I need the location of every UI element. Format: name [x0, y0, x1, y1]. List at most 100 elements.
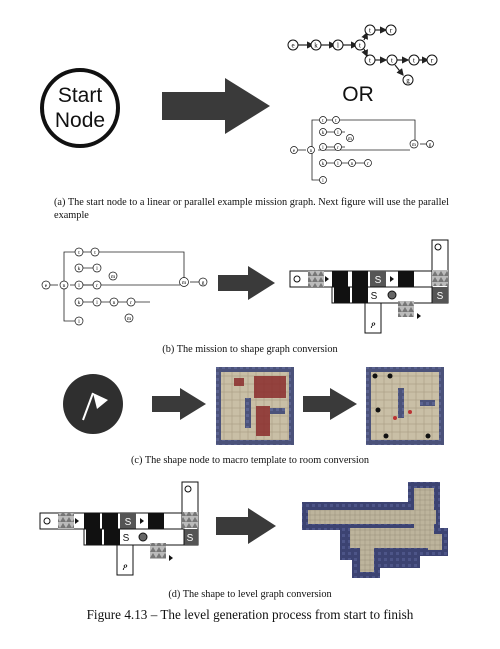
svg-text:k: k — [78, 300, 81, 306]
process-arrow-a — [162, 78, 270, 134]
graph-node: r — [385, 24, 397, 36]
graph-node: t — [364, 54, 376, 66]
graph-node: g — [198, 277, 208, 287]
graph-node: k — [74, 263, 84, 273]
linear-graph-nodes: e k l t t r t t r g t — [287, 24, 438, 86]
graph-node: g — [402, 74, 414, 86]
graph-node: g — [426, 140, 434, 148]
svg-text:ዖ: ዖ — [122, 562, 127, 572]
panel-b: e n t k l m l r t k l n r l m g m — [41, 239, 449, 334]
graph-node: t — [354, 39, 366, 51]
graph-node: k — [319, 128, 327, 136]
svg-text:r: r — [337, 146, 339, 151]
svg-text:r: r — [96, 283, 98, 289]
shape-tile-s: S — [125, 517, 132, 528]
graph-node: k — [310, 39, 322, 51]
caption-panel-c: (c) The shape node to macro template to … — [131, 455, 369, 466]
svg-text:g: g — [202, 280, 205, 286]
graph-node: r — [92, 280, 102, 290]
svg-text:m: m — [127, 316, 132, 322]
svg-text:l: l — [78, 319, 80, 325]
graph-node: t — [364, 24, 376, 36]
graph-node: n — [59, 280, 69, 290]
final-room — [366, 367, 444, 445]
mission-graph-b — [50, 251, 200, 322]
level-map — [302, 482, 448, 578]
svg-text:l: l — [337, 162, 339, 167]
or-label: OR — [342, 83, 374, 106]
svg-text:k: k — [78, 266, 81, 272]
svg-text:m: m — [412, 143, 416, 148]
process-arrow-c2 — [303, 388, 357, 420]
graph-node: n — [307, 146, 315, 154]
svg-text:l: l — [322, 146, 324, 151]
svg-text:r: r — [367, 162, 369, 167]
svg-text:r: r — [130, 300, 132, 306]
graph-node: e — [290, 146, 298, 154]
shape-tile-s: S — [437, 291, 444, 302]
svg-text:g: g — [429, 143, 432, 148]
svg-text:t: t — [335, 119, 337, 124]
graph-node: l — [319, 143, 327, 151]
graph-node: l — [334, 128, 342, 136]
caption-panel-d: (d) The shape to level graph conversion — [168, 589, 332, 600]
svg-text:l: l — [78, 283, 80, 289]
graph-node: m — [179, 277, 189, 287]
graph-node: e — [41, 280, 51, 290]
graph-node: t — [74, 247, 84, 257]
figure-caption: Figure 4.13 – The level generation proce… — [86, 607, 414, 622]
svg-text:r: r — [431, 57, 434, 65]
graph-node: t — [332, 116, 340, 124]
svg-text:t: t — [78, 250, 80, 256]
svg-text:t: t — [369, 27, 371, 35]
mission-graph-b-nodes: e n t k l m l r t k l n r l m g m — [41, 247, 208, 326]
panel-d: S S S ዖ — [39, 481, 448, 578]
svg-text:l: l — [96, 300, 98, 306]
shape-tile-s: S — [371, 291, 378, 302]
panel-c — [63, 367, 444, 445]
svg-text:l: l — [322, 179, 324, 184]
svg-text:t: t — [359, 42, 361, 50]
svg-text:t: t — [391, 57, 393, 65]
graph-node: n — [109, 297, 119, 307]
graph-node: l — [332, 39, 344, 51]
svg-text:l: l — [337, 42, 339, 50]
graph-node: l — [319, 176, 327, 184]
graph-node: r — [364, 159, 372, 167]
svg-text:n: n — [63, 283, 66, 289]
svg-text:e: e — [45, 283, 48, 289]
svg-text:m: m — [182, 280, 187, 286]
panel-a: Start Node e k l t t r t t r — [40, 24, 438, 184]
graph-node: l — [92, 297, 102, 307]
shape-tile-s: S — [187, 533, 194, 544]
svg-text:k: k — [322, 162, 325, 167]
graph-node: t — [90, 247, 100, 257]
graph-node: r — [334, 143, 342, 151]
svg-text:l: l — [337, 131, 339, 136]
shape-graph-b: S S S ዖ — [289, 239, 449, 334]
svg-text:n: n — [113, 300, 116, 306]
graph-node: n — [348, 159, 356, 167]
graph-node: l — [92, 263, 102, 273]
shape-tile-s: S — [375, 275, 382, 286]
graph-node: k — [319, 159, 327, 167]
linear-mission-graph — [298, 26, 430, 76]
graph-node: m — [409, 139, 419, 149]
svg-text:t: t — [94, 250, 96, 256]
svg-text:m: m — [111, 274, 116, 280]
svg-text:t: t — [369, 57, 371, 65]
svg-text:r: r — [390, 27, 393, 35]
graph-node: l — [74, 316, 84, 326]
graph-node: r — [126, 297, 136, 307]
parallel-graph-nodes: e n t k l m l r t k l n r l m g — [290, 116, 434, 184]
flag-node-icon — [63, 374, 123, 434]
svg-text:l: l — [96, 266, 98, 272]
caption-panel-b: (b) The mission to shape graph conversio… — [162, 344, 338, 355]
caption-panel-a: (a) The start node to a linear or parall… — [54, 197, 449, 221]
graph-node: t — [386, 54, 398, 66]
svg-text:t: t — [413, 57, 415, 65]
svg-text:n: n — [351, 162, 354, 167]
graph-node: t — [319, 116, 327, 124]
